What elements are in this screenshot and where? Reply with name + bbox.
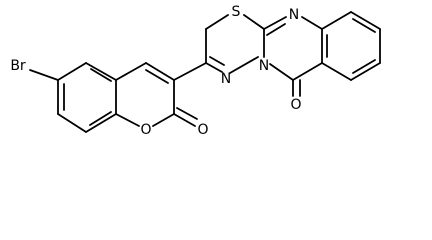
- bond-double: [145, 69, 169, 84]
- bond-inner: [352, 59, 376, 74]
- atom-quinazoline-nitrogen: N: [289, 7, 299, 23]
- bond: [145, 62, 175, 81]
- bond-c-n: [269, 63, 294, 81]
- bond-c-n-double: [266, 23, 286, 36]
- thiadiazinoquinazolinone-bonds: [205, 11, 381, 97]
- bond: [321, 62, 352, 81]
- molecule-structure: Br O O S N N N O: [10, 4, 381, 138]
- bond-c-n: [205, 62, 223, 73]
- bond-inner: [89, 111, 112, 126]
- atom-bridgehead-nitrogen: N: [259, 58, 269, 74]
- atom-chromenone-carbonyl-oxygen: O: [197, 122, 208, 138]
- bond: [57, 62, 87, 81]
- bond-linker: [173, 62, 207, 81]
- bond-c-o: [152, 113, 175, 127]
- bond-carbonyl: [173, 113, 196, 127]
- bond: [350, 11, 381, 30]
- atom-sulfur: S: [232, 4, 241, 20]
- molecule-canvas: Br O O S N N N O: [10, 4, 381, 138]
- atom-azo-nitrogen: N: [221, 71, 231, 87]
- bond-c-s: [205, 14, 229, 30]
- bond-s-c: [243, 14, 265, 30]
- bond-n-n: [229, 56, 259, 74]
- bond-c-br: [29, 69, 59, 81]
- bond: [321, 11, 352, 30]
- chromenone-bonds: [29, 62, 198, 133]
- bond-o-c: [115, 113, 140, 127]
- atom-bromine: Br: [10, 58, 26, 74]
- bond-c-n-double: [209, 56, 225, 66]
- bond: [292, 62, 323, 81]
- atom-quinazolinone-carbonyl-oxygen: O: [290, 97, 301, 113]
- bond-c-n: [263, 16, 287, 30]
- bond: [350, 62, 381, 81]
- bond: [115, 62, 147, 81]
- bond: [57, 113, 87, 133]
- bond-inner: [90, 68, 112, 82]
- bond-n-c: [301, 16, 323, 30]
- atom-chromenone-ring-oxygen: O: [140, 122, 151, 138]
- bond-inner: [352, 18, 376, 33]
- bond-carbonyl-2: [176, 107, 198, 120]
- bond: [85, 62, 117, 81]
- bond: [85, 113, 117, 133]
